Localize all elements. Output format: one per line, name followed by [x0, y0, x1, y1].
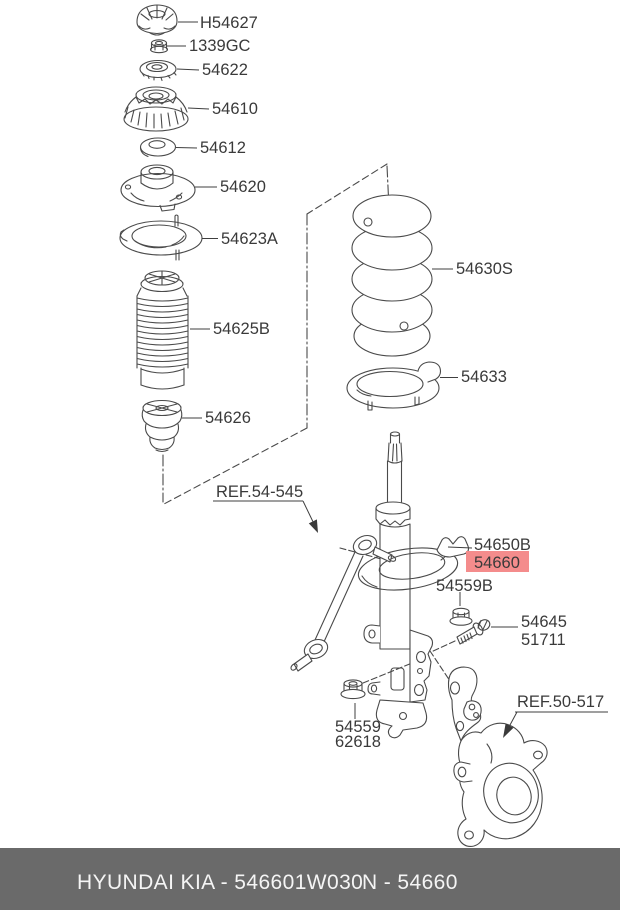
leader-lines: [167, 21, 608, 738]
label-coil-spring[interactable]: 54630S: [456, 260, 513, 278]
label-ref-knuckle[interactable]: REF.50-517: [517, 693, 604, 711]
washer-drawing: [139, 137, 177, 158]
label-spring-upper-seat[interactable]: 54620: [220, 178, 266, 196]
label-strut-assembly[interactable]: 54650B: [474, 536, 531, 554]
label-flange-nut-upper[interactable]: 54559B: [436, 577, 493, 595]
ref-stabilizer-arrow: [308, 519, 318, 533]
label-ref-stabilizer-link[interactable]: REF.54-545: [216, 483, 303, 501]
footer-bar: HYUNDAI KIA - 546601W030 N - 54660: [0, 848, 620, 910]
bolt-drawing: [456, 619, 491, 645]
lock-nut-drawing: [149, 39, 169, 54]
assembly-axis-lines: [162, 163, 456, 685]
steering-knuckle-drawing: [447, 666, 548, 847]
label-bolt-primary[interactable]: 54645: [521, 613, 567, 631]
flange-nut-upper-drawing: [449, 607, 473, 626]
footer-catalog-code: N - 54660: [362, 871, 458, 894]
label-strut-assembly-selected[interactable]: 54660: [474, 554, 520, 572]
strut-cap-drawing: [136, 4, 178, 36]
label-strut-insulator[interactable]: 54610: [212, 100, 258, 118]
dust-cover-drawing: [136, 270, 189, 390]
label-strut-cap[interactable]: H54627: [200, 14, 258, 32]
label-lock-nut[interactable]: 1339GC: [189, 37, 251, 55]
label-spring-lower-pad[interactable]: 54633: [461, 368, 507, 386]
ref-knuckle-arrow: [503, 723, 514, 738]
strut-assembly-drawing: [357, 431, 470, 739]
strut-bearing-drawing: [139, 59, 177, 82]
label-dust-cover[interactable]: 54625B: [213, 320, 270, 338]
footer-brand-code: HYUNDAI KIA - 546601W030: [77, 871, 363, 894]
label-bump-stopper[interactable]: 54626: [205, 409, 251, 427]
spring-upper-seat-drawing: [120, 164, 196, 212]
label-flange-nut-lower-alt[interactable]: 62618: [335, 733, 381, 751]
label-spring-upper-pad[interactable]: 54623A: [221, 230, 278, 248]
coil-spring-drawing: [351, 194, 433, 357]
strut-insulator-drawing: [123, 86, 189, 132]
label-strut-bearing[interactable]: 54622: [202, 61, 248, 79]
label-bolt-alternate[interactable]: 51711: [521, 631, 566, 649]
label-washer[interactable]: 54612: [200, 139, 246, 157]
flange-nut-lower-drawing: [340, 679, 366, 700]
spring-lower-pad-drawing: [346, 361, 442, 411]
label-flange-nut-lower[interactable]: 54559: [335, 718, 381, 736]
stabilizer-link-drawing: [290, 534, 397, 672]
footer-background: [0, 848, 620, 910]
selected-part-highlight: [466, 551, 529, 572]
bump-stopper-drawing: [141, 399, 183, 453]
